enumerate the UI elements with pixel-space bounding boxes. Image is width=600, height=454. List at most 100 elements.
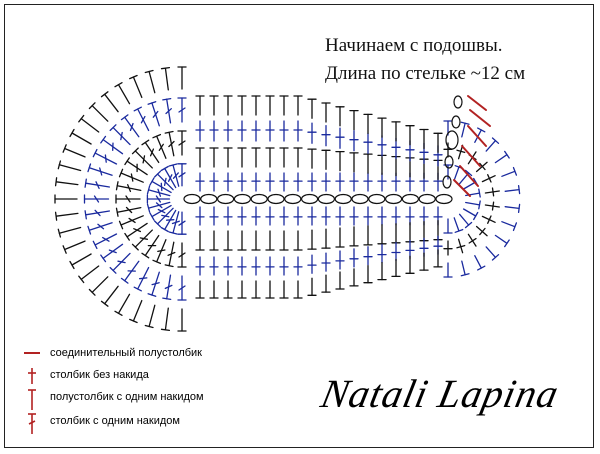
half-double-crochet-stitch xyxy=(494,150,510,164)
half-double-crochet-stitch xyxy=(237,95,247,116)
single-crochet-stitch xyxy=(391,241,401,262)
double-crochet-stitch xyxy=(146,201,171,213)
half-double-crochet-stitch xyxy=(279,280,289,299)
single-crochet-stitch xyxy=(405,239,415,260)
half-double-crochet-stitch xyxy=(279,95,289,116)
half-double-crochet-stitch xyxy=(54,194,78,204)
half-double-crochet-stitch xyxy=(69,128,92,145)
half-double-crochet-stitch xyxy=(419,128,429,150)
half-double-crochet-stitch xyxy=(335,106,345,127)
slip-stitch xyxy=(461,145,481,167)
half-double-crochet-stitch xyxy=(307,148,317,169)
chain-stitch xyxy=(233,193,251,205)
double-crochet-stitch xyxy=(87,222,113,235)
chain-stitch xyxy=(453,95,463,109)
half-double-crochet-stitch xyxy=(335,227,345,248)
double-crochet-stitch xyxy=(164,241,176,268)
double-crochet-stitch xyxy=(177,242,187,268)
half-double-crochet-stitch xyxy=(129,74,143,99)
half-double-crochet-stitch xyxy=(349,226,359,247)
chain-stitch xyxy=(301,193,319,205)
half-double-crochet-stitch xyxy=(251,147,261,168)
double-crochet-stitch xyxy=(120,114,140,138)
single-crochet-stitch xyxy=(293,120,303,142)
half-double-crochet-stitch xyxy=(195,147,205,168)
double-crochet-stitch xyxy=(118,215,144,230)
half-double-crochet-stitch xyxy=(293,280,303,299)
double-crochet-stitch xyxy=(154,207,174,228)
double-crochet-stitch xyxy=(160,165,177,189)
double-crochet-stitch xyxy=(133,106,150,132)
slip-stitch xyxy=(453,179,471,197)
half-double-crochet-stitch xyxy=(307,277,317,296)
half-double-crochet-stitch xyxy=(377,117,387,138)
double-crochet-stitch xyxy=(100,243,124,263)
half-double-crochet-stitch xyxy=(391,155,401,177)
single-crochet-stitch xyxy=(335,172,345,192)
half-double-crochet-stitch xyxy=(433,249,443,268)
half-double-crochet-stitch xyxy=(321,102,331,123)
single-crochet-stitch xyxy=(377,135,387,157)
double-crochet-stitch xyxy=(168,211,180,235)
half-double-crochet-stitch xyxy=(349,109,359,131)
half-double-crochet-stitch xyxy=(501,166,518,177)
half-double-crochet-stitch xyxy=(195,230,205,251)
single-crochet-stitch xyxy=(484,201,500,211)
half-double-crochet-stitch xyxy=(405,222,415,243)
single-crochet-stitch xyxy=(279,172,289,192)
single-crochet-stitch xyxy=(223,206,233,226)
single-crochet-stitch xyxy=(237,120,247,142)
double-crochet-stitch xyxy=(177,163,187,187)
half-double-crochet-stitch xyxy=(88,102,109,122)
single-crochet-stitch xyxy=(209,206,219,226)
half-double-crochet-stitch xyxy=(501,221,518,232)
single-crochet-icon xyxy=(28,368,36,384)
double-crochet-icon xyxy=(28,413,36,434)
chain-stitch xyxy=(445,130,459,150)
half-double-crochet-stitch xyxy=(223,147,233,168)
half-double-crochet-stitch xyxy=(321,149,331,170)
half-double-crochet-icon xyxy=(28,389,36,410)
single-crochet-stitch xyxy=(377,244,387,264)
single-crochet-stitch xyxy=(279,120,289,142)
chain-stitch xyxy=(183,193,201,205)
single-crochet-stitch xyxy=(279,256,289,276)
half-double-crochet-stitch xyxy=(54,177,79,187)
slip-stitch xyxy=(469,109,491,127)
double-crochet-stitch xyxy=(149,204,172,221)
chain-stitch xyxy=(418,193,436,205)
single-crochet-stitch xyxy=(321,172,331,192)
double-crochet-stitch xyxy=(162,274,173,301)
half-double-crochet-stitch xyxy=(114,293,131,316)
single-crochet-stitch xyxy=(405,206,415,226)
single-crochet-stitch xyxy=(195,206,205,226)
half-double-crochet-stitch xyxy=(54,211,79,221)
half-double-crochet-stitch xyxy=(391,223,401,244)
chain-stitch xyxy=(401,193,419,205)
half-double-crochet-stitch xyxy=(363,225,373,246)
single-crochet-stitch xyxy=(307,254,317,274)
double-crochet-stitch xyxy=(118,168,144,183)
half-double-crochet-stitch xyxy=(335,150,345,172)
double-crochet-stitch xyxy=(115,206,142,217)
half-double-crochet-stitch xyxy=(460,121,470,138)
double-crochet-stitch xyxy=(131,229,153,251)
single-crochet-stitch xyxy=(377,172,387,192)
half-double-crochet-stitch xyxy=(293,95,303,116)
diagram-title: Начинаем с подошвы. Длина по стельке ~12… xyxy=(325,32,525,88)
double-crochet-stitch xyxy=(141,139,160,164)
half-double-crochet-stitch xyxy=(391,121,401,142)
half-double-crochet-stitch xyxy=(321,274,331,293)
half-double-crochet-stitch xyxy=(265,230,275,251)
single-crochet-stitch xyxy=(307,206,317,226)
single-crochet-stitch xyxy=(321,206,331,226)
chain-stitch xyxy=(217,193,235,205)
slip-stitch xyxy=(467,95,487,111)
double-crochet-stitch xyxy=(152,133,167,159)
single-crochet-stitch xyxy=(363,132,373,154)
single-crochet-stitch xyxy=(237,256,247,276)
single-crochet-stitch xyxy=(335,250,345,270)
half-double-crochet-stitch xyxy=(465,200,481,210)
double-crochet-stitch xyxy=(120,260,140,284)
half-double-crochet-stitch xyxy=(160,66,171,91)
